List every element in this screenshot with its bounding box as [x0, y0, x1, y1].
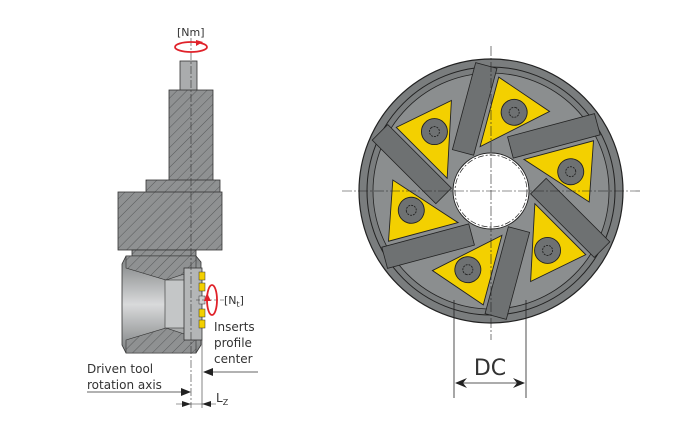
- flange: [117, 191, 223, 251]
- screw-icon: [534, 236, 562, 264]
- spindle-speed-label: [Nm]: [177, 26, 205, 39]
- screw-icon: [420, 118, 448, 146]
- inserts-label-3: center: [214, 352, 253, 366]
- tool-speed-label: [Nt]: [224, 294, 244, 309]
- screw-icon: [557, 158, 585, 186]
- driven-label-1: Driven tool: [87, 362, 153, 376]
- torx-icon: [565, 166, 577, 178]
- inserts-label-2: profile: [214, 336, 252, 350]
- screw-icon: [397, 196, 425, 224]
- driven-label-2: rotation axis: [87, 378, 162, 392]
- shank-tip: [179, 60, 198, 92]
- side-section-view: [Nm] [Nt] Inserts profile center Driven …: [87, 26, 258, 408]
- spindle-rotation-icon: [174, 41, 208, 53]
- insert-pocket: [371, 99, 452, 205]
- torx-icon: [542, 244, 554, 256]
- clamp-bar: [381, 223, 475, 269]
- lz-label: LZ: [216, 391, 229, 407]
- insert-pocket: [381, 179, 475, 269]
- insert-pocket: [507, 113, 601, 203]
- torx-icon: [405, 204, 417, 216]
- torx-icon: [508, 106, 520, 118]
- insert-pocket: [530, 177, 611, 283]
- clamp-bar: [507, 113, 601, 159]
- clamp-bar: [530, 177, 611, 259]
- clamp-bar: [484, 226, 531, 320]
- screw-icon: [500, 98, 528, 126]
- screw-icon: [454, 256, 482, 284]
- front-view: DC: [342, 46, 640, 398]
- torx-icon: [462, 264, 474, 276]
- dc-label: DC: [474, 356, 506, 381]
- arrow-icon: [181, 388, 191, 396]
- torx-icon: [428, 126, 440, 138]
- insert-pocket: [451, 62, 551, 156]
- inserts-label-1: Inserts: [214, 320, 255, 334]
- shank-step: [145, 179, 221, 194]
- arrow-icon: [203, 368, 213, 376]
- clamp-bar: [371, 123, 452, 205]
- clamp-bar: [451, 62, 498, 156]
- insert-pocket: [431, 226, 531, 320]
